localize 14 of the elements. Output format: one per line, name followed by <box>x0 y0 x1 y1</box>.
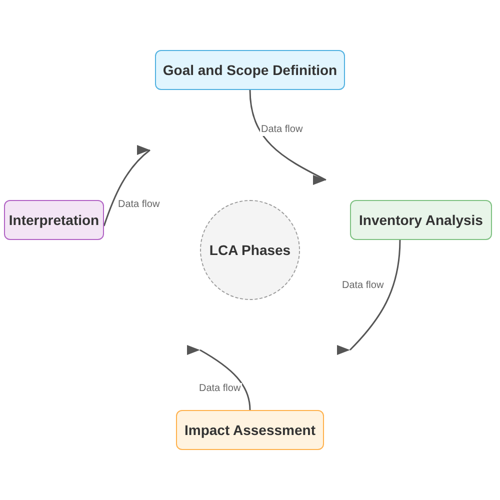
phase-label: Impact Assessment <box>184 422 316 438</box>
arrow <box>103 145 150 226</box>
phase-box <box>155 50 345 90</box>
phase-box <box>350 200 492 240</box>
arrow <box>187 345 251 410</box>
arrow <box>337 240 401 355</box>
circle-label: LCA Phases <box>209 242 291 258</box>
phase-label: Interpretation <box>8 212 100 228</box>
edge-label: Data flow <box>260 124 304 136</box>
phase-box <box>4 200 104 240</box>
phase-box <box>176 410 324 450</box>
phase-label: Inventory Analysis <box>359 212 483 228</box>
phase-label: Goal and Scope Definition <box>162 62 338 78</box>
arrow <box>249 90 326 185</box>
